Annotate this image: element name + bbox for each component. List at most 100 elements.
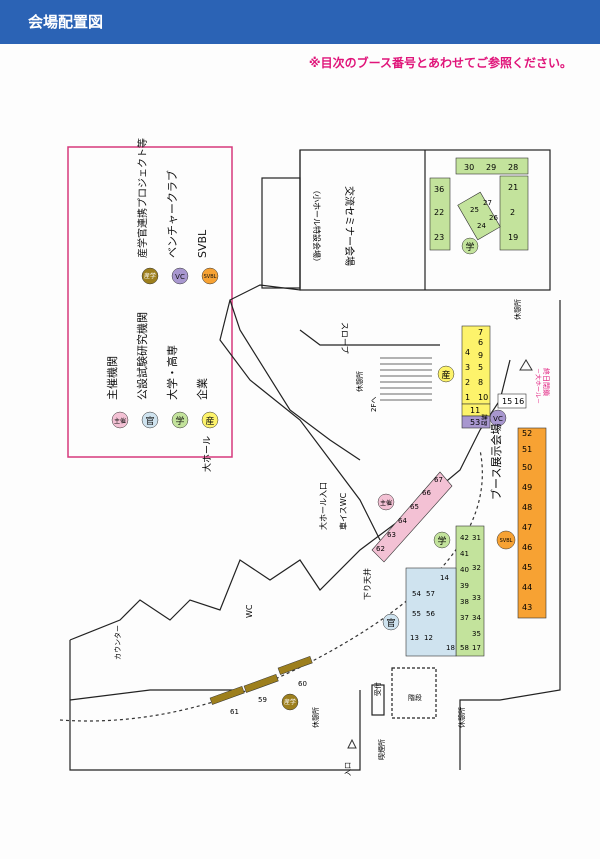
- government-map-icon: [382, 613, 400, 631]
- academia-map-badge: 学: [437, 535, 446, 547]
- booth-43: 43: [522, 603, 532, 612]
- host-map-badge: 主催: [380, 499, 392, 507]
- booth-2: 2: [510, 208, 515, 217]
- booth-66: 66: [422, 489, 431, 497]
- wc-label: WC: [245, 604, 254, 618]
- booth-52: 52: [522, 429, 532, 438]
- booth-9: 9: [478, 351, 483, 360]
- entrance-label: 入口: [344, 762, 352, 776]
- rest-area-label-1: 休憩所: [355, 371, 364, 392]
- svbl-map-badge: SVBL: [500, 538, 513, 544]
- big-hall-label: 大ホール: [201, 436, 213, 472]
- host-badge-text: 主催: [114, 417, 126, 425]
- booth-58: 58: [460, 644, 469, 652]
- host-badge-icon: [111, 411, 129, 429]
- booth-47: 47: [522, 523, 532, 532]
- booth-65: 65: [410, 503, 419, 511]
- slope-label: スロープ: [340, 322, 349, 354]
- vc-badge-icon: [171, 267, 189, 285]
- booth-60: 60: [298, 680, 307, 688]
- booth-39: 39: [460, 582, 469, 590]
- sangaku-badge-icon: [141, 267, 159, 285]
- booth-23: 23: [434, 233, 444, 242]
- notice-text: ※目次のブース番号とあわせてご参照ください。: [308, 56, 572, 70]
- booth-35: 35: [472, 630, 481, 638]
- booth-33: 33: [472, 594, 481, 602]
- stairs-graphic: [380, 357, 432, 401]
- svbl-map-icon: [496, 530, 516, 550]
- booth-16: 16: [514, 397, 524, 406]
- industry-badge-text: 産: [205, 415, 214, 427]
- booth-50: 50: [522, 463, 532, 472]
- government-label: 公設試験研究機関: [135, 312, 149, 400]
- booth-12: 12: [424, 634, 433, 642]
- seminar-booths: 30 29 28 21 2 19 36 22 23 25 27 24 26 学: [429, 157, 529, 255]
- booth-55: 55: [412, 610, 421, 618]
- seminar-academia-badge: 学: [465, 241, 474, 253]
- arrow-icon-1: [519, 359, 533, 371]
- booth-15: 15: [502, 397, 512, 406]
- sangaku-map-icon: [281, 693, 299, 711]
- booth-27: 27: [483, 199, 492, 207]
- booth-area-label: ブース展示会場: [489, 424, 503, 500]
- booth-51: 51: [522, 445, 532, 454]
- building-outline: [59, 149, 561, 771]
- booth-7: 7: [478, 328, 483, 337]
- final-exit-top-label: －大ホール－: [534, 368, 542, 404]
- booth-2b: 2: [465, 378, 470, 387]
- booth-24: 24: [477, 222, 486, 230]
- booth-63: 63: [387, 531, 396, 539]
- booth-6: 6: [478, 338, 483, 347]
- booth-67: 67: [434, 476, 443, 484]
- wc-accessible-label: 車イスWC: [338, 492, 348, 530]
- industry-label: 企業: [195, 378, 209, 400]
- lecture-label: 講習: [480, 414, 488, 426]
- booth-25: 25: [470, 206, 479, 214]
- vc-label: ベンチャークラブ: [165, 170, 179, 258]
- industry-map-badge: 産: [441, 369, 450, 381]
- industry-badge-icon: [201, 411, 219, 429]
- header-bar: 会場配置図: [0, 0, 600, 44]
- government-badge-icon: [141, 411, 159, 429]
- rest-area-label-4: 休憩所: [457, 707, 466, 728]
- booth-61: 61: [230, 708, 239, 716]
- booth-18: 18: [446, 644, 455, 652]
- industry-map-icon: [437, 365, 455, 383]
- booth-38: 38: [460, 598, 469, 606]
- booth-8: 8: [478, 378, 483, 387]
- booth-28: 28: [508, 163, 518, 172]
- booth-10: 10: [478, 393, 488, 402]
- svbl-badge-icon: [201, 267, 219, 285]
- booth-49: 49: [522, 483, 532, 492]
- to-2f-label: 2Fへ: [370, 397, 378, 412]
- booth-42: 42: [460, 534, 469, 542]
- rest-area-label-3: 休憩所: [311, 707, 320, 728]
- booth-4: 4: [465, 348, 470, 357]
- ceiling-label: 下り天井: [362, 568, 372, 600]
- sangaku-booths: 61 59 60 産学: [209, 656, 313, 716]
- final-exit-label: 終日閉鎖: [542, 368, 551, 396]
- booth-36: 36: [434, 185, 444, 194]
- sangaku-badge-text: 産学: [144, 272, 156, 280]
- svbl-booths: 43 44 45 46 47 48 49 50 51 52 SVBL: [496, 427, 547, 619]
- academia-badge-text: 学: [175, 415, 184, 427]
- booth-44: 44: [522, 583, 532, 592]
- booth-41: 41: [460, 550, 469, 558]
- booth-5: 5: [478, 363, 483, 372]
- academia-booths: 42 41 40 39 38 37 34 33 32 31 35 14 13 1…: [382, 525, 485, 657]
- booth-1: 1: [465, 393, 470, 402]
- booth-37: 37: [460, 614, 469, 622]
- smoking-label: 喫煙所: [377, 739, 386, 760]
- booth-54: 54: [412, 590, 421, 598]
- legend-left-column: 産 企業 学 大学・高専 官 公設試験研究機関 主催 主催機関: [105, 312, 219, 429]
- vc-map-badge: VC: [493, 415, 503, 423]
- reception-label: 受付: [373, 682, 382, 696]
- government-map-badge: 官: [386, 617, 395, 629]
- government-badge-text: 官: [145, 415, 154, 427]
- booth-26: 26: [489, 214, 498, 222]
- booth-56: 56: [426, 610, 435, 618]
- booth-13: 13: [410, 634, 419, 642]
- academia-map-icon: [433, 531, 451, 549]
- booth-14: 14: [440, 574, 449, 582]
